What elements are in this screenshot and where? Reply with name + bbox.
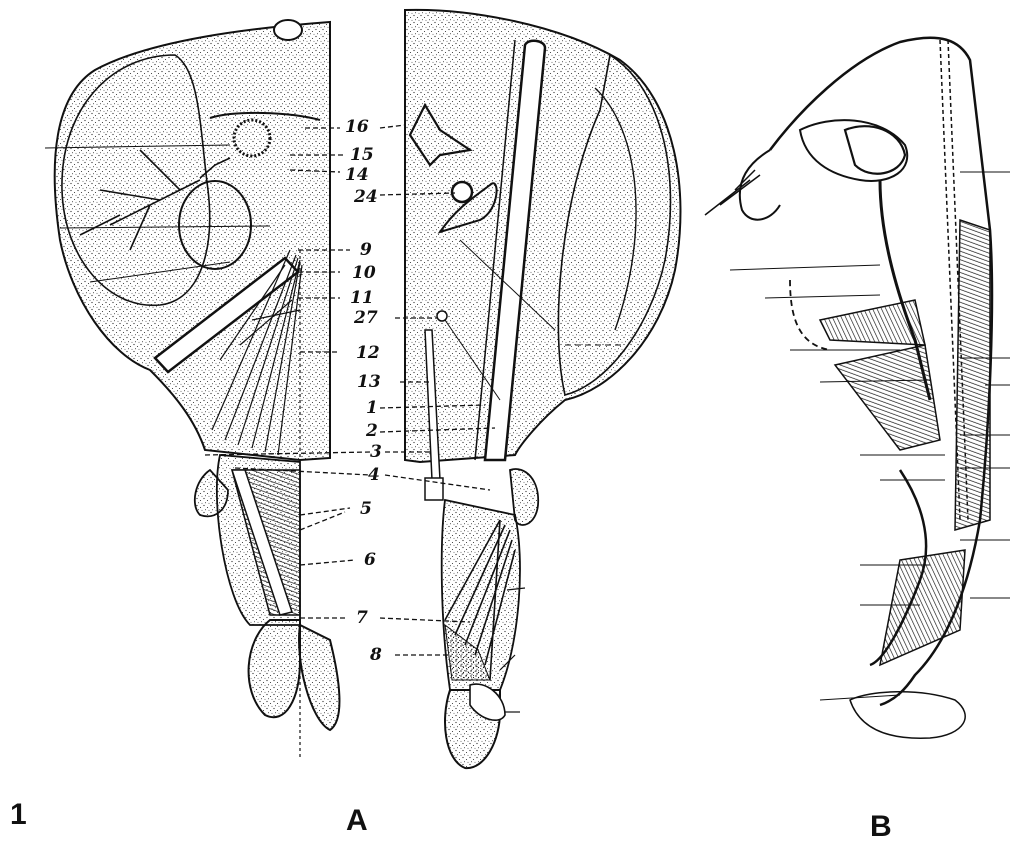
callout-5: 5 [360,501,372,518]
panel-b-drawing [705,38,1010,739]
callout-13: 13 [357,374,381,391]
panel-label-a: A [346,806,368,836]
labellum-left-inner [299,625,339,730]
ptilinal-sac [845,126,905,174]
callout-4: 4 [368,467,380,484]
callout-16: 16 [345,119,369,136]
labellum-left [249,620,300,717]
knob-right [510,469,538,525]
callout-9: 9 [360,242,372,259]
panel-a-left-half [45,20,339,760]
head-capsule-left [55,22,330,460]
callout-14: 14 [345,167,369,184]
callout-7: 7 [356,610,368,627]
callout-6: 6 [364,552,376,569]
callout-24: 24 [354,189,378,206]
callout-10: 10 [352,265,376,282]
haustellum-muscle [880,550,965,665]
cibarial-pump [820,300,925,345]
ocellus [274,20,302,40]
labrum-b [790,280,830,350]
callout-15: 15 [350,147,374,164]
callout-11: 11 [350,290,374,307]
pump-muscle [835,345,940,450]
antenna-hairs [705,170,760,215]
figure-number: 1 [10,800,27,830]
callout-2: 2 [366,423,378,440]
callout-3: 3 [370,444,382,461]
ganglion-24 [452,182,472,202]
dorsal-muscle [955,220,990,530]
callout-12: 12 [356,345,380,362]
callout-1: 1 [366,400,378,417]
callout-8: 8 [370,647,382,664]
structure-27 [437,311,447,321]
panel-label-b: B [870,812,892,842]
labellum-b [850,692,965,739]
callout-27: 27 [354,310,378,327]
